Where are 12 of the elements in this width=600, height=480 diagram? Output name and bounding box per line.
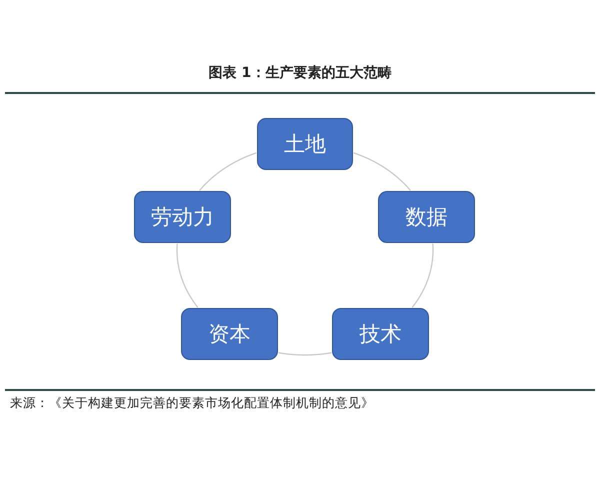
connector-line bbox=[278, 352, 332, 356]
rounded-box: 数据 bbox=[378, 191, 475, 243]
rounded-box: 资本 bbox=[181, 308, 278, 360]
connector-line bbox=[199, 152, 257, 191]
rounded-box: 技术 bbox=[332, 308, 429, 360]
diagram-title: 图表 1：生产要素的五大范畴 bbox=[208, 64, 392, 82]
connector-line bbox=[176, 243, 198, 308]
rounded-box: 劳动力 bbox=[134, 191, 231, 243]
connector-line bbox=[353, 152, 411, 191]
rounded-box: 土地 bbox=[257, 118, 353, 170]
source-note: 来源：《关于构建更加完善的要素市场化配置体制机制的意见》 bbox=[10, 395, 374, 411]
connector-line bbox=[412, 243, 434, 308]
